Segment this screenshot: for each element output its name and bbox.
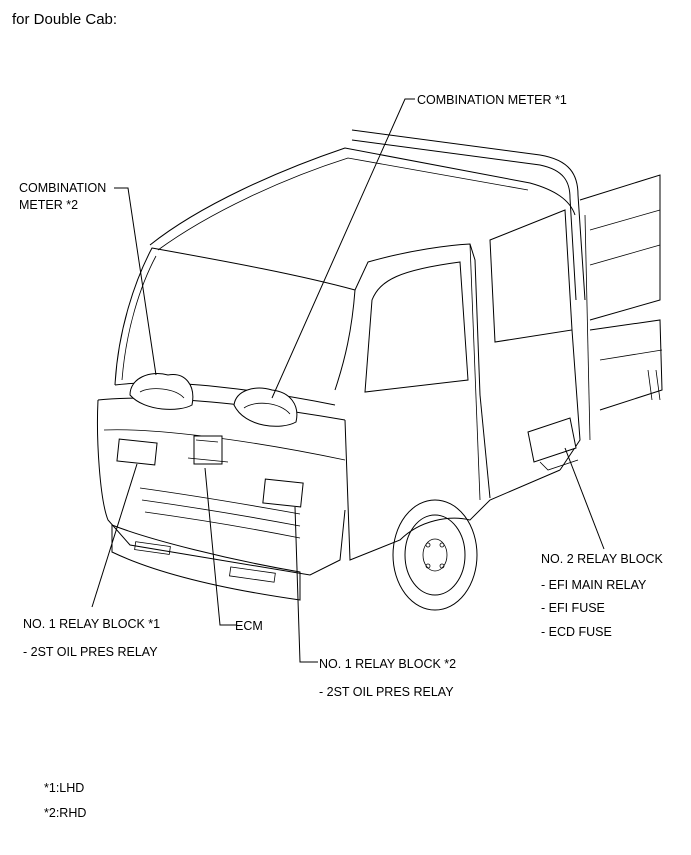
label-combination-meter-2-line1: COMBINATION [19, 181, 107, 195]
note-rhd: *2:RHD [44, 806, 87, 820]
combination-meter-1-component [233, 387, 298, 427]
leader-lines [91, 98, 605, 663]
label-oil-pres-relay-2: - 2ST OIL PRES RELAY [319, 685, 454, 699]
combination-meter-2-component [129, 373, 194, 410]
note-lhd: *1:LHD [44, 781, 85, 795]
label-ecd-fuse: - ECD FUSE [541, 625, 612, 639]
page-heading: for Double Cab: [12, 11, 118, 28]
label-combination-meter-2-line2: METER *2 [19, 198, 79, 212]
label-no1-relay-block-2: NO. 1 RELAY BLOCK *2 [319, 657, 457, 671]
label-oil-pres-relay-1: - 2ST OIL PRES RELAY [23, 645, 158, 659]
label-efi-fuse: - EFI FUSE [541, 601, 605, 615]
truck-cab-outline [96, 129, 663, 611]
no1-relay-block-1-component [116, 438, 158, 466]
label-no1-relay-block-1: NO. 1 RELAY BLOCK *1 [23, 617, 161, 631]
label-efi-main-relay: - EFI MAIN RELAY [541, 578, 647, 592]
label-no2-relay-block: NO. 2 RELAY BLOCK [541, 552, 663, 566]
no1-relay-block-2-component [262, 478, 304, 508]
ecm-component [187, 435, 229, 465]
no2-relay-block-component [527, 417, 579, 471]
label-combination-meter-1: COMBINATION METER *1 [417, 93, 567, 107]
label-ecm: ECM [235, 619, 263, 633]
